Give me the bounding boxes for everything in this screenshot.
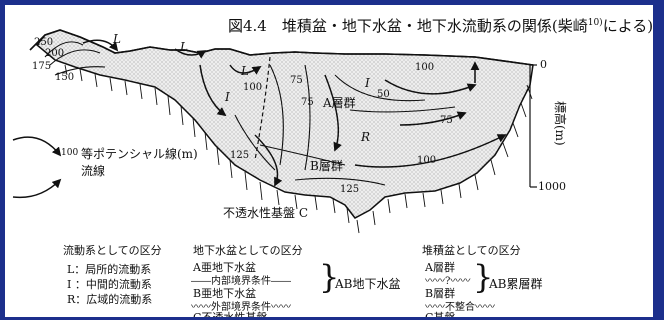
contour-label: 100 <box>243 82 262 93</box>
key-symbols <box>12 136 62 199</box>
legend-flow-item: I ：中間的流動系 <box>67 278 152 291</box>
legend-flow-title: 流動系としての区分 <box>63 244 162 257</box>
figure-title-ref: 10) <box>587 18 603 28</box>
cross-section-diagram: 250 200 175 150 100 75 50 100 75 75 125 … <box>12 29 568 234</box>
flow-label: L <box>112 32 121 46</box>
contour-label: 100 <box>417 155 436 166</box>
flow-label: R <box>360 130 370 144</box>
key-potential-value: 100 <box>61 148 78 158</box>
contour-label: 150 <box>55 72 74 83</box>
legend-sediment-title: 堆積盆としての区分 <box>422 244 521 257</box>
contour-label: 100 <box>415 62 434 73</box>
contour-label: 75 <box>440 115 453 126</box>
legend-groundwater-line: B亜地下水盆 <box>193 287 257 300</box>
legend-sediment-line: B層群 <box>425 287 456 300</box>
legend-flow-item: L：局所的流動系 <box>67 263 152 276</box>
legend-sediment-line: 〰〰?〰〰 <box>425 276 471 287</box>
contour-label: 75 <box>290 75 303 86</box>
legend-groundwater-line: A亜地下水盆 <box>193 261 256 274</box>
elevation-axis <box>529 64 537 188</box>
basement-label: 不透水性基盤 C <box>223 206 308 220</box>
flow-lines <box>82 39 507 187</box>
figure-title: 図4.4 堆積盆・地下水盆・地下水流動系の関係(柴崎10)による) <box>228 15 653 36</box>
legend-groundwater-line: 〰〰外部境界条件〰〰 <box>191 302 291 313</box>
legend-sediment-line: 〰〰不整合〰〰 <box>425 302 495 313</box>
contour-labels: 250 200 175 150 100 75 50 100 75 75 125 … <box>32 37 453 195</box>
elevation-tick-1000: 1000 <box>538 180 566 193</box>
legend-groundwater-group: AB地下水盆 <box>335 277 401 291</box>
contour-label: 125 <box>230 150 249 161</box>
layer-label-a: A層群 <box>322 96 356 110</box>
legend-flow-item: R：広域的流動系 <box>67 293 153 306</box>
figure-sheet: 図4.4 堆積盆・地下水盆・地下水流動系の関係(柴崎10)による) <box>5 5 653 317</box>
legend-sediment-brace: } <box>473 258 494 296</box>
legend-groundwater-line: ――内部境界条件―― <box>191 276 291 287</box>
contour-label: 175 <box>32 61 51 72</box>
contour-label: 75 <box>301 97 314 108</box>
flow-label: I <box>364 76 370 90</box>
flow-system-labels: L L L I I R <box>112 32 370 144</box>
legend-groundwater-line: C不透水性基盤 <box>193 309 267 317</box>
elevation-label: 標高(m) <box>553 101 568 146</box>
key-potential-label: 等ポテンシャル線(m) <box>81 147 198 161</box>
key-flow-label: 流線 <box>81 164 106 178</box>
legend-sediment-line: A層群 <box>425 261 455 274</box>
figure-title-text: 図4.4 堆積盆・地下水盆・地下水流動系の関係(柴崎 <box>228 17 588 35</box>
figure-title-tail: による) <box>602 17 653 35</box>
contour-label: 200 <box>45 48 64 59</box>
layer-label-b: B層群 <box>310 159 343 173</box>
legend-groundwater-title: 地下水盆としての区分 <box>193 244 303 257</box>
contour-label: 250 <box>34 37 53 48</box>
contour-label: 125 <box>340 184 359 195</box>
elevation-tick-0: 0 <box>540 58 547 71</box>
legend-groundwater-brace: } <box>319 258 340 296</box>
flow-label: I <box>224 90 230 104</box>
legend-sediment-line: C基盤 <box>425 309 455 317</box>
internal-boundary <box>254 56 271 161</box>
sediment-basin <box>35 29 534 219</box>
legend-sediment-group: AB累層群 <box>489 277 543 291</box>
flow-label: L <box>240 64 249 78</box>
equipotential-lines <box>44 41 456 186</box>
contour-label: 50 <box>377 89 390 100</box>
flow-label: L <box>179 40 188 54</box>
ground-surface <box>29 29 534 66</box>
basement-hatch <box>64 64 533 234</box>
